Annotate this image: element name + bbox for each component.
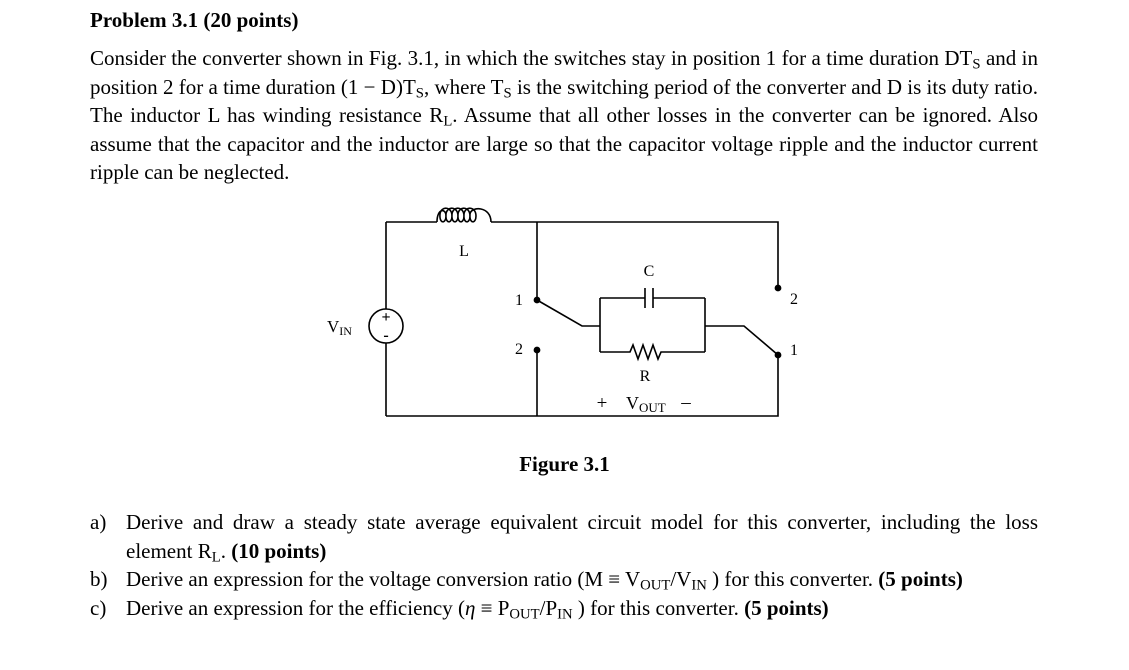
capacitor-icon xyxy=(644,288,654,308)
intro-text: is the switching period of the converter… xyxy=(90,74,1038,128)
question-b: b) Derive an expression for the voltage … xyxy=(90,565,1038,594)
points-label: (5 points) xyxy=(744,595,829,620)
subscript: S xyxy=(415,85,424,102)
problem-statement: Consider the converter shown in Fig. 3.1… xyxy=(90,44,1038,187)
question-list: a) Derive and draw a steady state averag… xyxy=(90,508,1038,622)
question-text: Derive an expression for the efficiency … xyxy=(126,595,829,623)
resistor-icon xyxy=(600,342,705,362)
points-label: (5 points) xyxy=(878,567,963,591)
wire-top-right xyxy=(491,221,779,286)
voltage-source-icon xyxy=(368,308,404,344)
question-text: Derive and draw a steady state average e… xyxy=(126,510,1038,566)
switch-left-label-1: 1 xyxy=(515,292,523,309)
intro-text: , where T xyxy=(423,74,504,99)
points-label: (10 points) xyxy=(231,538,327,563)
source-minus-sign: - xyxy=(383,327,388,344)
vout-label: VOUT xyxy=(626,393,666,415)
question-a: a) Derive and draw a steady state averag… xyxy=(90,508,1038,565)
switch-left-label-2: 2 xyxy=(515,341,523,358)
intro-text: . Assume that all other losses in the co… xyxy=(90,103,1038,184)
switch-right-blade xyxy=(705,325,779,356)
switch-left-contact-2 xyxy=(533,346,541,354)
subscript: L xyxy=(443,113,453,130)
switch-right-label-1: 1 xyxy=(790,342,798,359)
circuit-diagram: L C R VIN + - 1 2 2 1 + VOUT – xyxy=(327,207,798,417)
question-letter: c) xyxy=(90,595,107,620)
switch-right-label-2: 2 xyxy=(790,291,798,308)
question-text: Derive an expression for the voltage con… xyxy=(126,567,963,594)
inductor-label: L xyxy=(459,243,469,260)
vout-minus-sign: – xyxy=(680,392,691,413)
question-letter: a) xyxy=(90,510,107,534)
source-plus-sign: + xyxy=(381,309,390,326)
switch-right-contact-2 xyxy=(774,284,782,292)
inductor-icon xyxy=(436,207,492,223)
subscript: S xyxy=(972,56,981,73)
wire-bottom xyxy=(386,358,779,417)
intro-text: and in position 2 for a time duration (1… xyxy=(90,46,1039,99)
intro-text: Consider the converter shown in Fig. 3.1… xyxy=(90,46,973,70)
question-c: c) Derive an expression for the efficien… xyxy=(90,594,1038,623)
capacitor-label: C xyxy=(644,263,655,280)
vout-plus-sign: + xyxy=(597,393,608,414)
resistor-label: R xyxy=(640,368,651,385)
problem-title: Problem 3.1 (20 points) xyxy=(90,8,299,32)
switch-left-blade xyxy=(536,299,600,327)
question-letter: b) xyxy=(90,567,108,591)
figure-caption: Figure 3.1 xyxy=(519,452,610,476)
vin-label: VIN xyxy=(327,317,352,338)
subscript: S xyxy=(503,85,512,102)
